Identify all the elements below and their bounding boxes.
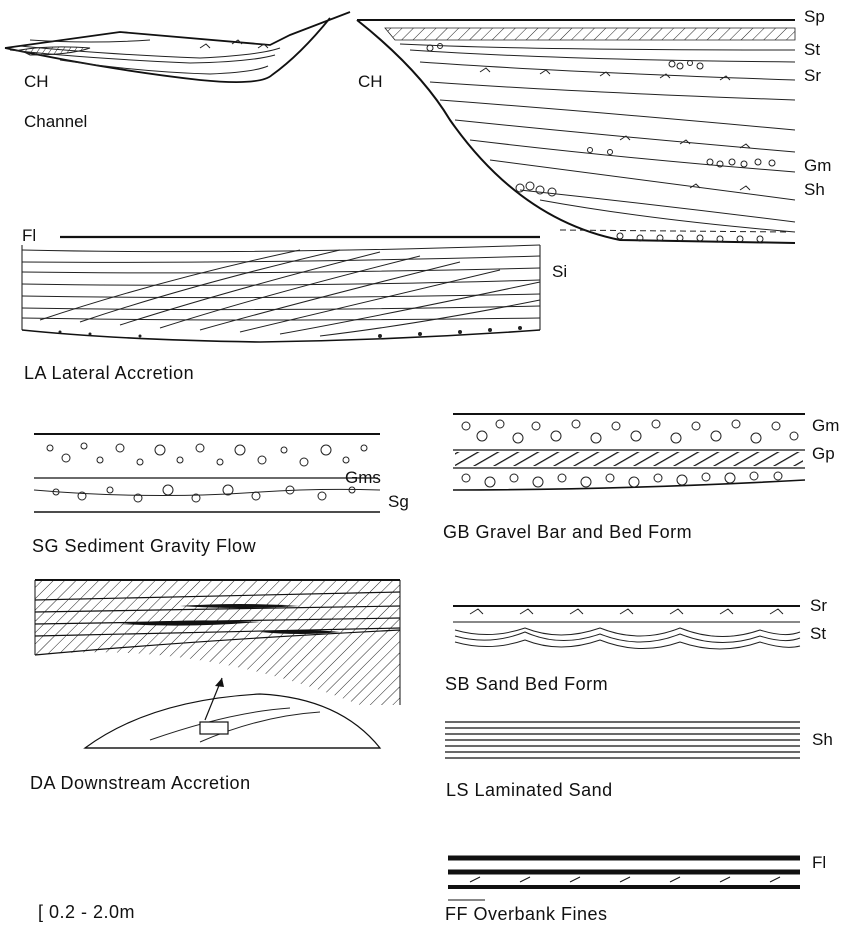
channel-label-right: CH bbox=[358, 72, 383, 92]
caption-downstream-accretion: DA Downstream Accretion bbox=[30, 773, 251, 794]
caption-sand-bed-form: SB Sand Bed Form bbox=[445, 674, 608, 695]
caption-laminated-sand: LS Laminated Sand bbox=[446, 780, 613, 801]
downstream-accretion-sketch bbox=[35, 580, 400, 748]
code-gp: Gp bbox=[812, 444, 835, 464]
code-gms: Gms bbox=[345, 468, 381, 488]
sand-bed-form-sketch bbox=[453, 606, 800, 649]
code-si: Si bbox=[552, 262, 567, 282]
code-gm: Gm bbox=[804, 156, 831, 176]
code-fl-la: Fl bbox=[22, 226, 36, 246]
code-fl-ff: Fl bbox=[812, 853, 826, 873]
caption-sediment-gravity-flow: SG Sediment Gravity Flow bbox=[32, 536, 256, 557]
code-sp: Sp bbox=[804, 7, 825, 27]
channel-label-left: CH bbox=[24, 72, 49, 92]
caption-overbank-fines: FF Overbank Fines bbox=[445, 904, 608, 925]
gravel-bar-sketch bbox=[453, 414, 805, 490]
code-sh: Sh bbox=[804, 180, 825, 200]
caption-lateral-accretion: LA Lateral Accretion bbox=[24, 363, 194, 384]
overbank-fines-sketch bbox=[448, 858, 800, 900]
lateral-accretion-sketch bbox=[22, 237, 540, 342]
laminated-sand-sketch bbox=[445, 722, 800, 758]
code-st-sb: St bbox=[810, 624, 826, 644]
scale-bar-label: [ 0.2 - 2.0m bbox=[38, 902, 135, 923]
channel-small-sketch bbox=[5, 12, 350, 82]
code-sg: Sg bbox=[388, 492, 409, 512]
code-gm-gb: Gm bbox=[812, 416, 839, 436]
code-sr: Sr bbox=[804, 66, 821, 86]
caption-gravel-bar: GB Gravel Bar and Bed Form bbox=[443, 522, 692, 543]
channel-name: Channel bbox=[24, 112, 87, 132]
code-st: St bbox=[804, 40, 820, 60]
code-sh-ls: Sh bbox=[812, 730, 833, 750]
code-sr-sb: Sr bbox=[810, 596, 827, 616]
channel-cross-section bbox=[357, 20, 795, 243]
sediment-gravity-flow-sketch bbox=[34, 434, 380, 512]
